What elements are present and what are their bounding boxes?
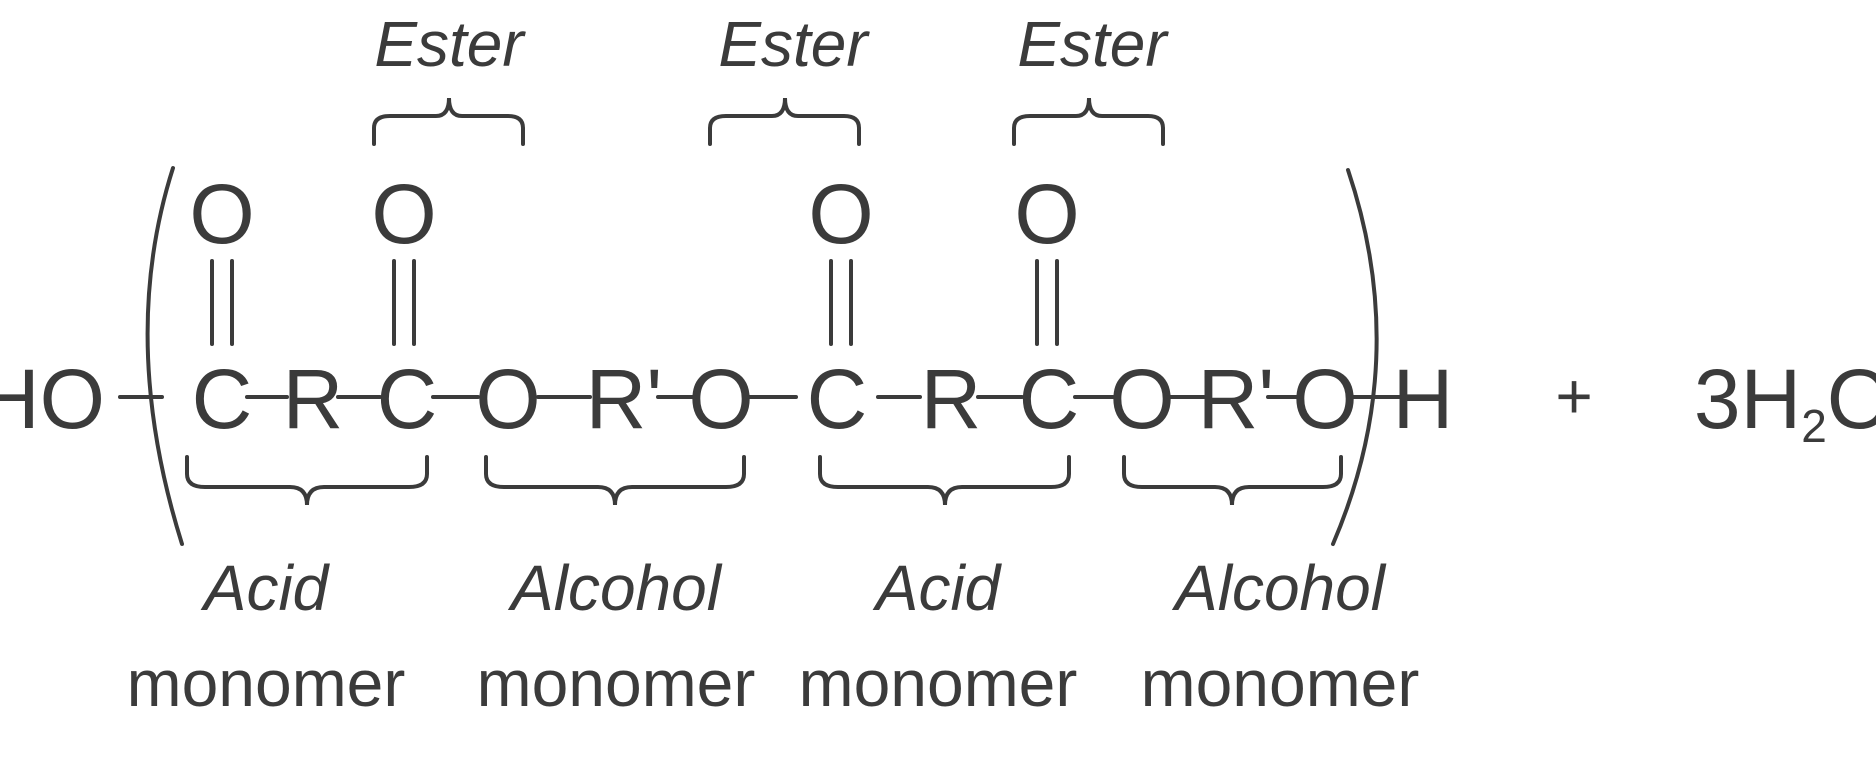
left-parenthesis [145, 166, 184, 546]
monomer-brace [818, 455, 1071, 506]
left-end-group: HO [0, 352, 105, 446]
carbonyl-oxygen: O [1014, 167, 1079, 261]
atom: C [807, 352, 868, 446]
ester-label: Ester [1017, 8, 1169, 80]
right-end-group: H [1393, 352, 1454, 446]
atom: R [921, 352, 982, 446]
monomer-word: monomer [477, 646, 756, 720]
ester-label: Ester [718, 8, 870, 80]
atom: R' [586, 352, 663, 446]
monomer-word: monomer [1141, 646, 1420, 720]
atom: O [475, 352, 540, 446]
atom: C [192, 352, 253, 446]
monomer-brace [185, 455, 429, 506]
carbonyl-oxygen: O [189, 167, 254, 261]
atom: O [1292, 352, 1357, 446]
plus-sign: + [1555, 360, 1592, 432]
ester-label: Ester [374, 8, 526, 80]
monomer-word: monomer [799, 646, 1078, 720]
ester-brace [708, 97, 861, 146]
monomer-type-label: Acid [200, 552, 331, 624]
monomer-brace [1122, 455, 1343, 506]
monomer-word: monomer [127, 646, 406, 720]
ester-brace [1012, 97, 1165, 146]
carbonyl-oxygen: O [371, 167, 436, 261]
atom: C [377, 352, 438, 446]
water-byproduct: 3H2O [1694, 352, 1876, 452]
atom: R' [1198, 352, 1275, 446]
monomer-type-label: Acid [872, 552, 1003, 624]
monomer-type-label: Alcohol [1171, 552, 1387, 624]
atom: R [283, 352, 344, 446]
monomer-brace [484, 455, 746, 506]
atom: O [688, 352, 753, 446]
monomer-type-label: Alcohol [507, 552, 723, 624]
carbonyl-oxygen: O [808, 167, 873, 261]
ester-brace [372, 97, 525, 146]
atom: O [1109, 352, 1174, 446]
atom: C [1019, 352, 1080, 446]
double-bonds [210, 259, 1059, 346]
right-parenthesis [1331, 168, 1379, 546]
